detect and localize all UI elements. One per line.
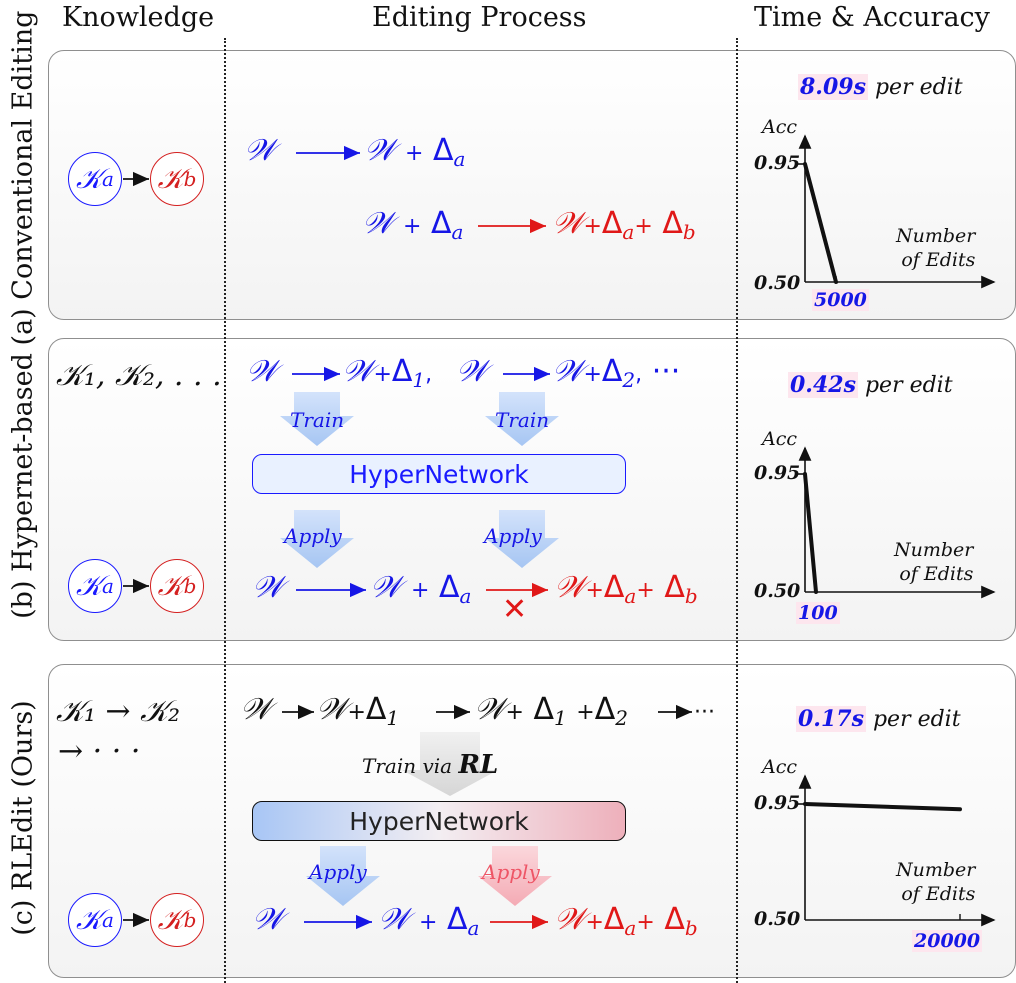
apply-arrow-right-b [485,510,559,568]
eq-b1-w: 𝒲 [246,354,278,389]
eq-a1-w: 𝒲 [244,133,276,168]
apply-arrow-right-c [478,846,552,906]
chart-b-accuracy-line [803,472,818,594]
hypernetwork-box-c: HyperNetwork [252,801,626,841]
eq-c2-w: 𝒲 [252,902,284,937]
eq-a2-result: 𝒲+Δa+ Δb [552,206,696,244]
apply-label-left-b: Apply [284,524,342,548]
knowledge-sequence-c1: 𝒦₁ → 𝒦₂ [56,694,181,729]
chart-b-ytick-low: 0.50 [754,580,801,602]
eq-b3-w: 𝒲 [252,570,284,605]
per-edit-c: 0.17s per edit [796,706,961,732]
chart-c-accuracy-line [803,802,962,812]
hypernetwork-box-b: HyperNetwork [252,454,626,494]
header-time-accuracy: Time & Accuracy [754,2,990,33]
eq-c1-w-delta12: 𝒲+ Δ1 +Δ2 [474,692,628,730]
per-edit-a: 8.09s per edit [798,74,963,100]
train-arrow-left [280,392,354,446]
knowledge-sequence-b: 𝒦₁, 𝒦₂, . . . [56,358,222,393]
chart-a-xtick: 5000 [812,289,869,311]
chart-b-ytick-high: 0.95 [754,462,801,484]
eq-c1-w: 𝒲 [240,692,272,727]
eq-b1-w-delta1: 𝒲+Δ1, [342,354,433,392]
eq-a1-w-delta: 𝒲 + Δa [364,133,466,171]
apply-arrow-left-b [280,510,354,568]
eq-b2-w: 𝒲 [456,354,488,389]
header-knowledge: Knowledge [62,2,215,33]
eq-b3-result: 𝒲+Δa+ Δb [554,570,698,608]
eq-c2-result: 𝒲+Δa+ Δb [554,902,698,940]
chart-a-ytick-high: 0.95 [754,152,801,174]
chart-a-accuracy-line [803,162,838,284]
apply-label-right-b: Apply [484,524,542,548]
apply-arrow-left-c [306,846,380,906]
train-label-left: Train [290,408,345,432]
eq-c1-dots: ··· [694,700,715,725]
chart-c-ylabel: Acc [762,756,798,778]
header-editing-process: Editing Process [372,2,587,33]
chart-b-xtick: 100 [796,602,840,624]
divider-left [224,38,226,983]
eq-b2-w-delta2: 𝒲+Δ2, ··· [552,354,681,392]
knowledge-sequence-c2: → · · · [58,734,141,769]
train-label-right: Train [495,408,550,432]
chart-a-ytick-low: 0.50 [754,272,801,294]
eq-c1-w-delta1: 𝒲+Δ1 [316,692,400,730]
chart-a-ylabel: Acc [762,116,798,138]
chart-c-ytick-high: 0.95 [754,792,801,814]
eq-c2-w-delta: 𝒲 + Δa [378,902,480,940]
per-edit-b: 0.42s per edit [788,372,953,398]
apply-label-right-c: Apply [482,860,540,884]
divider-right [736,38,738,983]
train-arrow-right [485,392,559,446]
apply-label-left-c: Apply [309,860,367,884]
chart-c-xtick: 20000 [912,930,983,952]
chart-c-ytick-low: 0.50 [754,908,801,930]
train-via-label: Train via RL [362,750,499,780]
eq-b3-w-delta: 𝒲 + Δa [370,570,472,608]
fail-cross-icon: ✕ [502,592,528,627]
chart-b-ylabel: Acc [762,428,798,450]
train-rl-arrow [402,732,498,796]
eq-a2-w-delta: 𝒲 + Δa [362,206,464,244]
